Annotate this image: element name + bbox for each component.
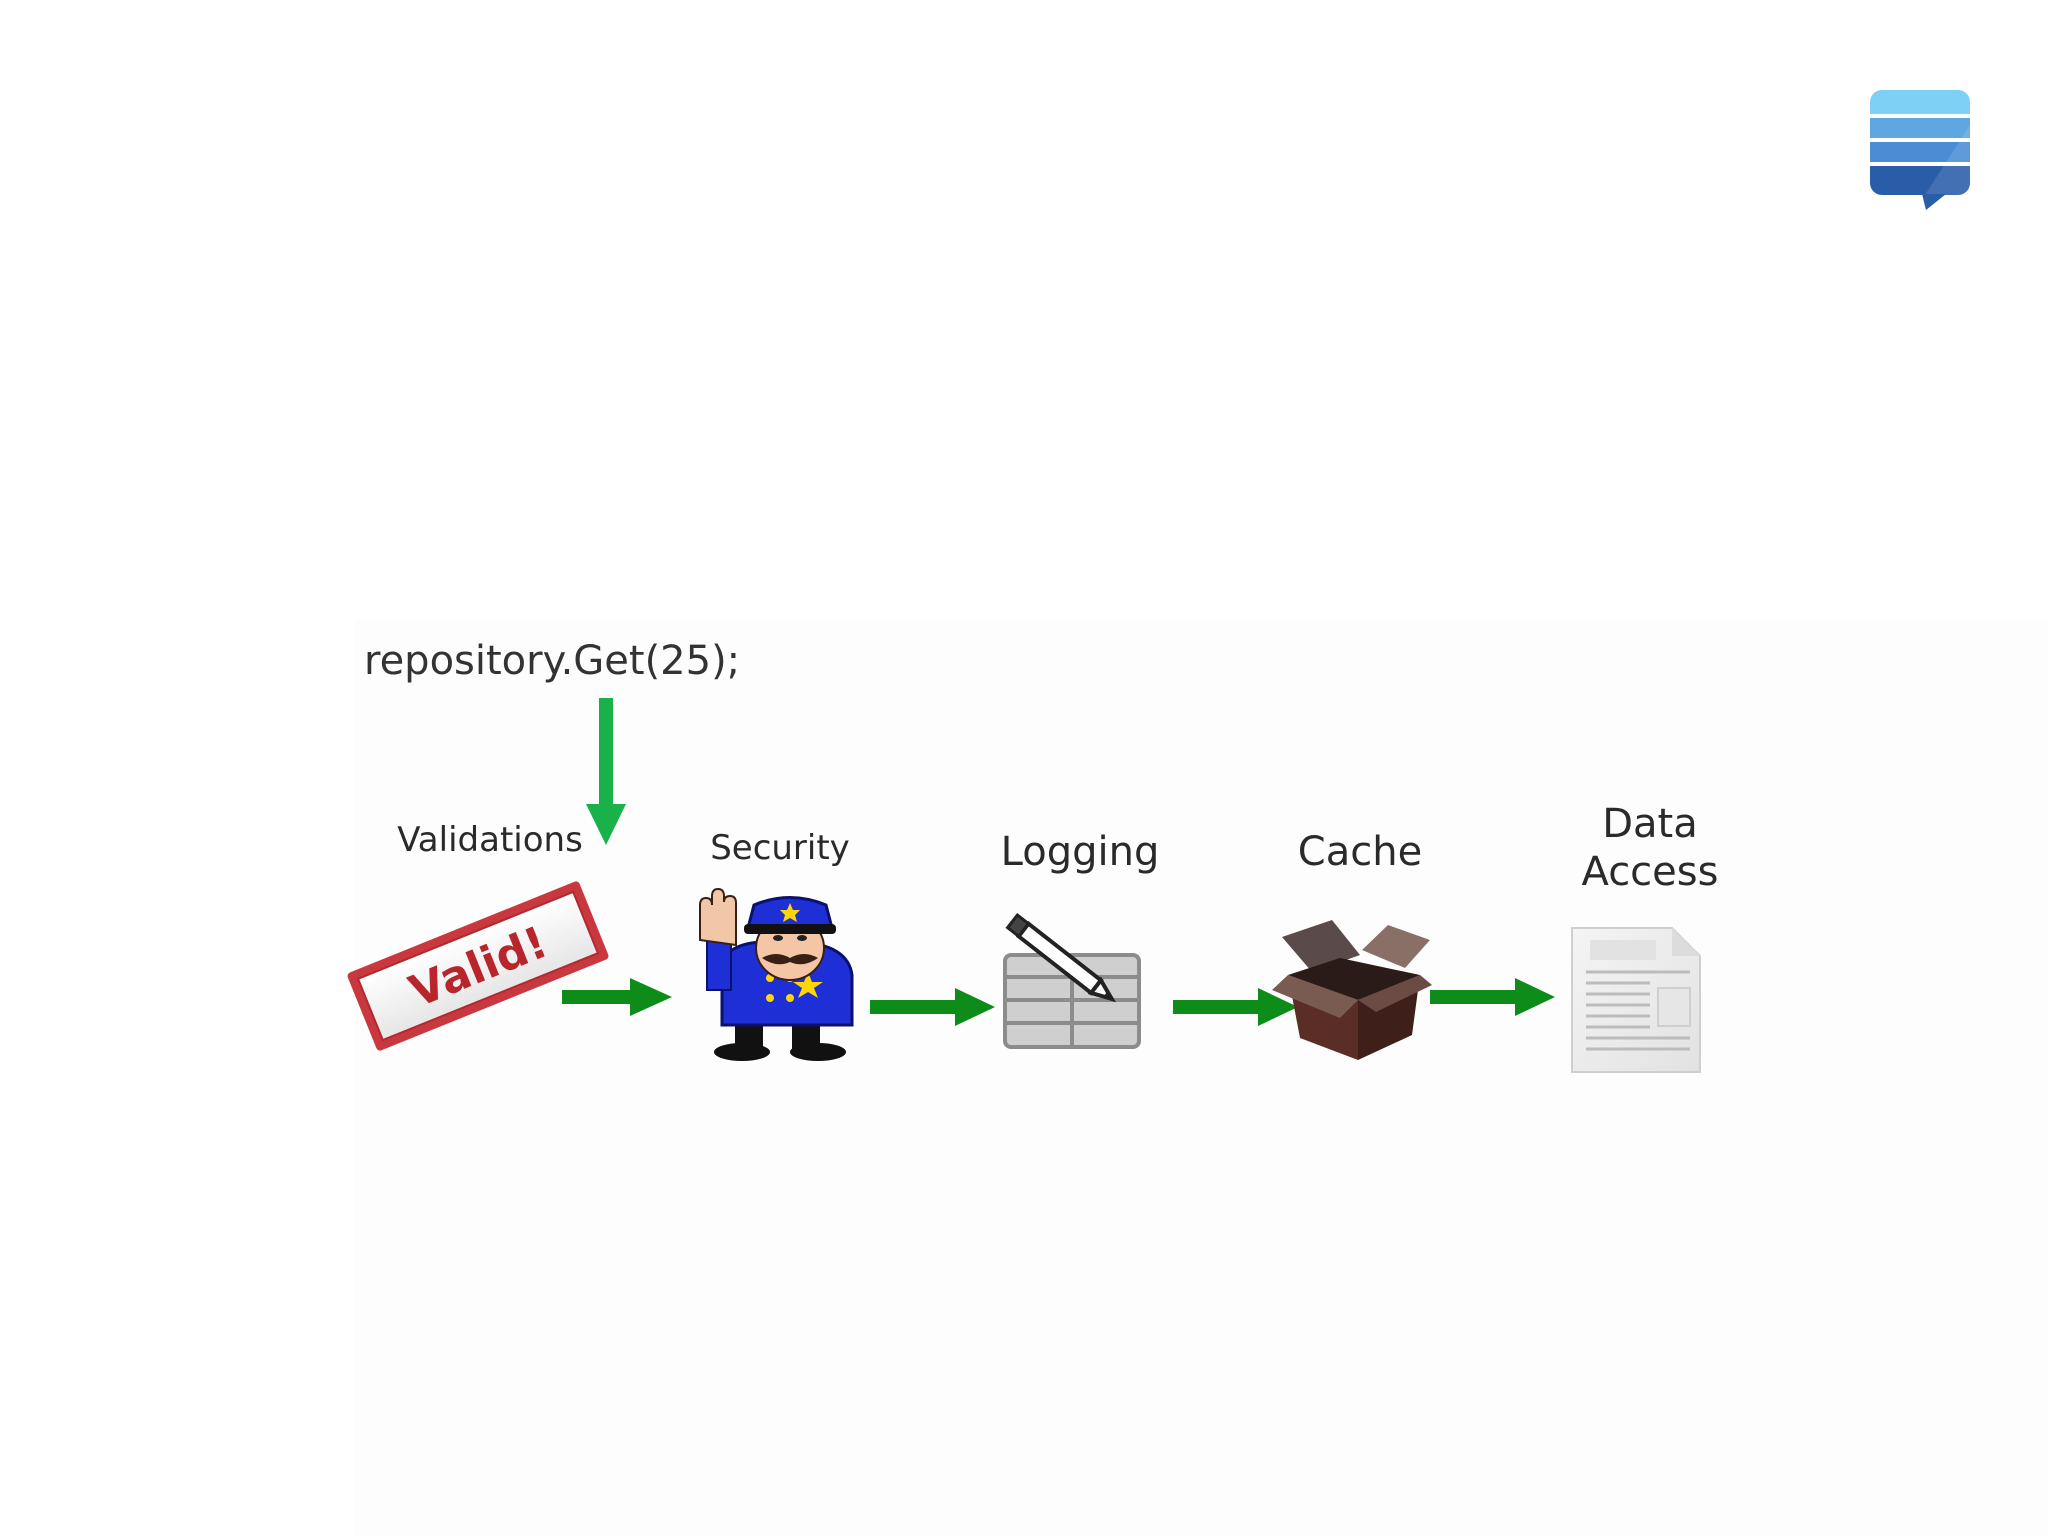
flow-arrow-icon [870,988,995,1026]
document-icon [1571,927,1701,1073]
security-label: Security [710,828,850,868]
flow-arrow-icon [1430,978,1555,1016]
validations-label: Validations [397,820,583,860]
flow-arrow-icon [1173,988,1298,1026]
down-arrow-icon [586,698,626,845]
flow-arrow-icon [562,978,672,1016]
slide-background-panel [355,620,2048,1536]
repository-call-text: repository.Get(25); [364,638,741,684]
logging-label: Logging [1000,829,1160,875]
pencil-table-icon [1003,912,1141,1049]
cache-label: Cache [1297,829,1423,875]
valid-stamp-icon: Valid! [347,881,609,1051]
policeman-icon [699,887,854,1061]
stack-exchange-logo-icon [1870,90,1970,212]
data-access-label: Data Access [1581,801,1719,895]
open-box-icon [1272,920,1432,1060]
